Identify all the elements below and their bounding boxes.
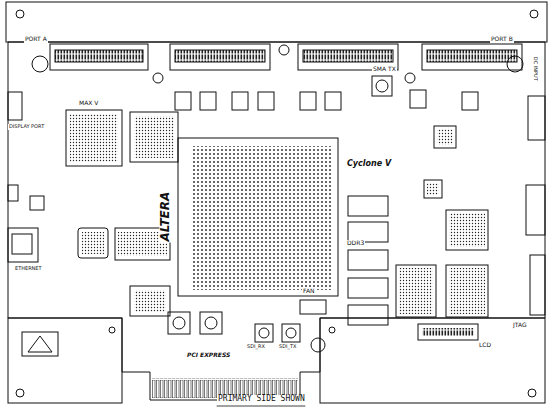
board-label: ETHERNET xyxy=(14,266,43,272)
board-label: Cyclone V xyxy=(346,160,392,169)
board-label: SMA TX xyxy=(372,66,397,73)
board-label: DC INPUT xyxy=(532,56,538,82)
board-label: MAX V xyxy=(78,100,99,107)
board-label: PORT A xyxy=(24,36,48,43)
caption: PRIMARY SIDE SHOWN xyxy=(217,395,306,404)
board-label: JTAG xyxy=(512,322,528,329)
board-label: DDR3 xyxy=(346,240,365,247)
board-label: DISPLAY PORT xyxy=(8,124,45,130)
board-label: LCD xyxy=(478,342,492,349)
board-label: PORT B xyxy=(490,36,514,43)
board-label: SDI_RX xyxy=(246,344,266,350)
board-label: ALTERA xyxy=(159,191,172,243)
board-label: SDI_TX xyxy=(278,344,297,350)
board-label: PCI EXPRESS xyxy=(186,352,231,359)
board-label: FAN xyxy=(302,288,316,295)
